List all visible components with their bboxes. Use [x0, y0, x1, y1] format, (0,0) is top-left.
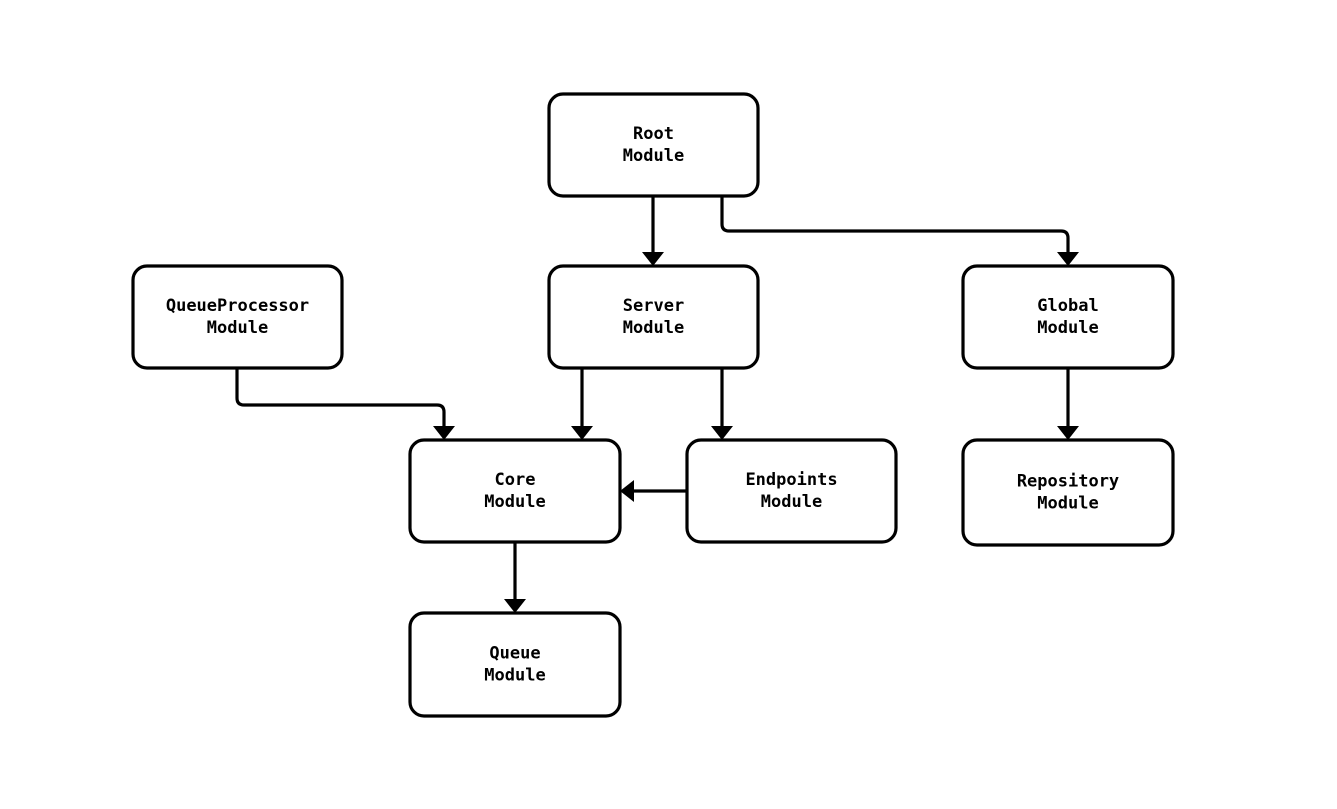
core-module-node-label-line1: Core [495, 470, 536, 490]
queue-module-node-label-line2: Module [484, 666, 545, 686]
edge-core-to-queue [504, 542, 526, 613]
edge-server-to-endpoints [711, 368, 733, 440]
core-module-node-label-line2: Module [484, 492, 545, 512]
global-module-node-box[interactable] [961, 264, 1175, 370]
edge-root-to-global-line [720, 196, 1070, 255]
global-module-node-label-line1: Global [1037, 296, 1098, 316]
queueprocessor-module-node-label-line1: QueueProcessor [166, 296, 309, 316]
endpoints-module-node-box[interactable] [685, 438, 898, 544]
root-module-node-label-line1: Root [633, 124, 674, 144]
endpoints-module-node-label-line1: Endpoints [745, 470, 837, 490]
edge-server-to-core-arrowhead-icon [571, 426, 593, 440]
edge-global-to-repository-arrowhead-icon [1057, 426, 1079, 440]
edge-global-to-repository [1057, 368, 1079, 440]
endpoints-module-node-label-line2: Module [761, 492, 822, 512]
core-module-node-box[interactable] [408, 438, 622, 544]
edge-queueprocessor-to-core-arrowhead-icon [433, 426, 455, 440]
queue-module-node-label-line1: Queue [489, 644, 540, 664]
edge-core-to-queue-arrowhead-icon [504, 599, 526, 613]
global-module-node-label-line2: Module [1037, 318, 1098, 338]
edge-endpoints-to-core [620, 480, 687, 502]
edge-endpoints-to-core-arrowhead-icon [620, 480, 634, 502]
repository-module-node-box[interactable] [961, 438, 1175, 547]
server-module-node-box[interactable] [547, 264, 760, 370]
edge-server-to-endpoints-arrowhead-icon [711, 426, 733, 440]
edge-root-to-server-arrowhead-icon [642, 252, 664, 266]
root-module-node-box[interactable] [547, 92, 760, 198]
server-module-node-label-line1: Server [623, 296, 684, 316]
server-module-node-label-line2: Module [623, 318, 684, 338]
edge-root-to-global-arrowhead-icon [1057, 252, 1079, 266]
edge-root-to-server [642, 196, 664, 266]
edge-queueprocessor-to-core [235, 368, 455, 440]
root-module-node-label-line2: Module [623, 146, 684, 166]
edge-server-to-core [571, 368, 593, 440]
edge-root-to-global [720, 196, 1079, 266]
repository-module-node-label-line1: Repository [1017, 472, 1119, 492]
queueprocessor-module-node-label-line2: Module [207, 318, 268, 338]
edges-layer [235, 196, 1079, 613]
repository-module-node-label-line2: Module [1037, 494, 1098, 514]
queueprocessor-module-node-box[interactable] [131, 264, 344, 370]
queue-module-node-box[interactable] [408, 611, 622, 718]
edge-queueprocessor-to-core-line [235, 368, 446, 429]
